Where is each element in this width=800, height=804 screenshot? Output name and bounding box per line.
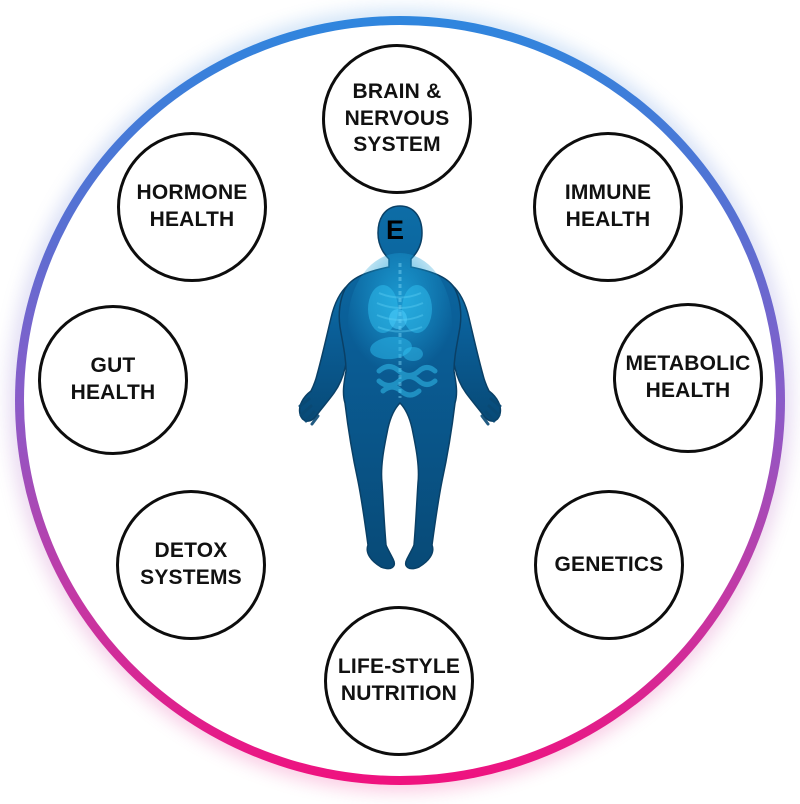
node-label: GENETICS <box>554 552 664 576</box>
node-label: LIFE-STYLE NUTRITION <box>337 655 461 705</box>
node-label: GUT HEALTH <box>70 354 156 404</box>
node-genetics: GENETICS <box>534 490 684 640</box>
organs <box>368 263 438 398</box>
node-brain-nervous-system: BRAIN & NERVOUS SYSTEM <box>322 44 472 194</box>
human-body-xray-figure <box>298 205 502 570</box>
node-metabolic-health: METABOLIC HEALTH <box>613 303 763 453</box>
node-immune-health: IMMUNE HEALTH <box>533 132 683 282</box>
node-life-style-nutrition: LIFE-STYLE NUTRITION <box>324 606 474 756</box>
node-label: HORMONE HEALTH <box>136 181 248 231</box>
node-gut-health: GUT HEALTH <box>38 305 188 455</box>
node-label: METABOLIC HEALTH <box>625 352 751 402</box>
node-detox-systems: DETOX SYSTEMS <box>116 490 266 640</box>
node-hormone-health: HORMONE HEALTH <box>117 132 267 282</box>
overlay-letter: E <box>386 215 405 245</box>
node-label: IMMUNE HEALTH <box>564 181 652 231</box>
node-label: DETOX SYSTEMS <box>140 539 242 589</box>
node-label: BRAIN & NERVOUS SYSTEM <box>344 79 450 157</box>
